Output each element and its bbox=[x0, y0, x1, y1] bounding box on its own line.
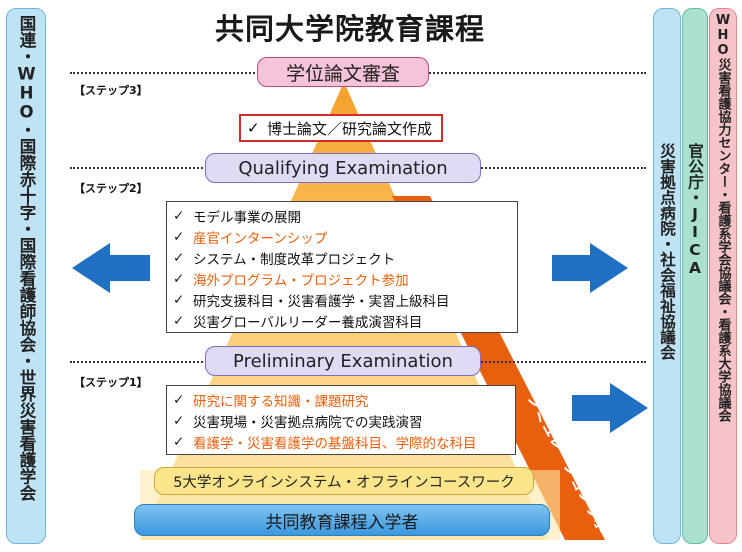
list-item: ✓ 研究に関する知識・課題研究 bbox=[173, 389, 509, 410]
check-icon: ✓ bbox=[173, 312, 185, 329]
list-item: ✓ 産官インターンシップ bbox=[173, 226, 511, 247]
list-item: ✓ 看護学・災害看護学の基盤科目、学際的な科目 bbox=[173, 431, 509, 452]
online-system-label: 5大学オンラインシステム・オフラインコースワーク bbox=[173, 474, 515, 491]
check-icon: ✓ bbox=[173, 228, 185, 245]
check-icon: ✓ bbox=[247, 119, 260, 137]
list-item: ✓ 海外プログラム・プロジェクト参加 bbox=[173, 268, 511, 289]
page-title: 共同大学院教育課程 bbox=[214, 12, 485, 46]
list-item: ✓ 災害グローバルリーダー養成演習科目 bbox=[173, 310, 511, 331]
step1-label: 【ステップ1】 bbox=[74, 376, 148, 389]
list-item-text: 研究支援科目・災害看護学・実習上級科目 bbox=[193, 293, 450, 310]
right-partner-bar-government: 官公庁・JICA bbox=[682, 8, 708, 544]
list-item-text: 看護学・災害看護学の基盤科目、学際的な科目 bbox=[193, 435, 477, 452]
admission-label: 共同教育課程入学者 bbox=[265, 512, 419, 533]
list-item: ✓ システム・制度改革プロジェクト bbox=[173, 247, 511, 268]
step2-label: 【ステップ2】 bbox=[74, 182, 148, 195]
step3-label: 【ステップ3】 bbox=[74, 84, 148, 97]
right-partner-text-government: 官公庁・JICA bbox=[686, 143, 704, 277]
qualifying-exam-pill: Qualifying Examination bbox=[205, 153, 481, 183]
degree-review-pill: 学位論文審査 bbox=[257, 57, 429, 87]
doctoral-item-text: 博士論文／研究論文作成 bbox=[267, 119, 433, 138]
right-partner-bar-hospitals: 災害拠点病院・社会福祉協議会 bbox=[653, 8, 681, 544]
list-item-text: 災害現場・災害拠点病院での実践演習 bbox=[193, 414, 423, 431]
list-item: ✓ モデル事業の展開 bbox=[173, 205, 511, 226]
right-arrow-icon bbox=[572, 383, 648, 433]
list-item-text: 海外プログラム・プロジェクト参加 bbox=[193, 272, 409, 289]
list-item-text: モデル事業の展開 bbox=[193, 209, 301, 226]
right-partner-text-who: WHO災害看護協力センター・看護系学会協議会・看護系大学協議会 bbox=[715, 13, 731, 422]
list-item: ✓ 災害現場・災害拠点病院での実践演習 bbox=[173, 410, 509, 431]
right-arrow-icon bbox=[552, 243, 628, 293]
check-icon: ✓ bbox=[173, 249, 185, 266]
step2-list: ✓ モデル事業の展開 ✓ 産官インターンシップ ✓ システム・制度改革プロジェクト ✓… bbox=[166, 201, 518, 333]
online-system-pill: 5大学オンラインシステム・オフラインコースワーク bbox=[154, 467, 534, 495]
check-icon: ✓ bbox=[173, 433, 185, 450]
step1-list: ✓ 研究に関する知識・課題研究 ✓ 災害現場・災害拠点病院での実践演習 ✓ 看護学・災… bbox=[166, 385, 516, 455]
check-icon: ✓ bbox=[173, 270, 185, 287]
qualifying-exam-label: Qualifying Examination bbox=[238, 157, 448, 179]
left-partner-text: 国連・WHO・国際赤十字・国際看護師協会・世界災害看護学会 bbox=[17, 15, 36, 501]
check-icon: ✓ bbox=[173, 391, 185, 408]
left-partner-bar: 国連・WHO・国際赤十字・国際看護師協会・世界災害看護学会 bbox=[6, 8, 46, 544]
right-partner-text-hospitals: 災害拠点病院・社会福祉協議会 bbox=[658, 143, 676, 360]
check-icon: ✓ bbox=[173, 412, 185, 429]
preliminary-exam-pill: Preliminary Examination bbox=[205, 346, 481, 376]
list-item-text: システム・制度改革プロジェクト bbox=[193, 251, 396, 268]
list-item: ✓ 研究支援科目・災害看護学・実習上級科目 bbox=[173, 289, 511, 310]
doctoral-box: ✓ 博士論文／研究論文作成 bbox=[239, 114, 443, 142]
admission-pill: 共同教育課程入学者 bbox=[134, 504, 550, 536]
list-item-text: 研究に関する知識・課題研究 bbox=[193, 393, 369, 410]
degree-review-label: 学位論文審査 bbox=[285, 62, 400, 85]
list-item-text: 産官インターンシップ bbox=[193, 230, 328, 247]
check-icon: ✓ bbox=[173, 291, 185, 308]
preliminary-exam-label: Preliminary Examination bbox=[233, 350, 453, 372]
right-partner-bar-who: WHO災害看護協力センター・看護系学会協議会・看護系大学協議会 bbox=[709, 8, 737, 544]
check-icon: ✓ bbox=[173, 207, 185, 224]
left-arrow-icon bbox=[72, 243, 150, 293]
list-item-text: 災害グローバルリーダー養成演習科目 bbox=[193, 314, 423, 331]
